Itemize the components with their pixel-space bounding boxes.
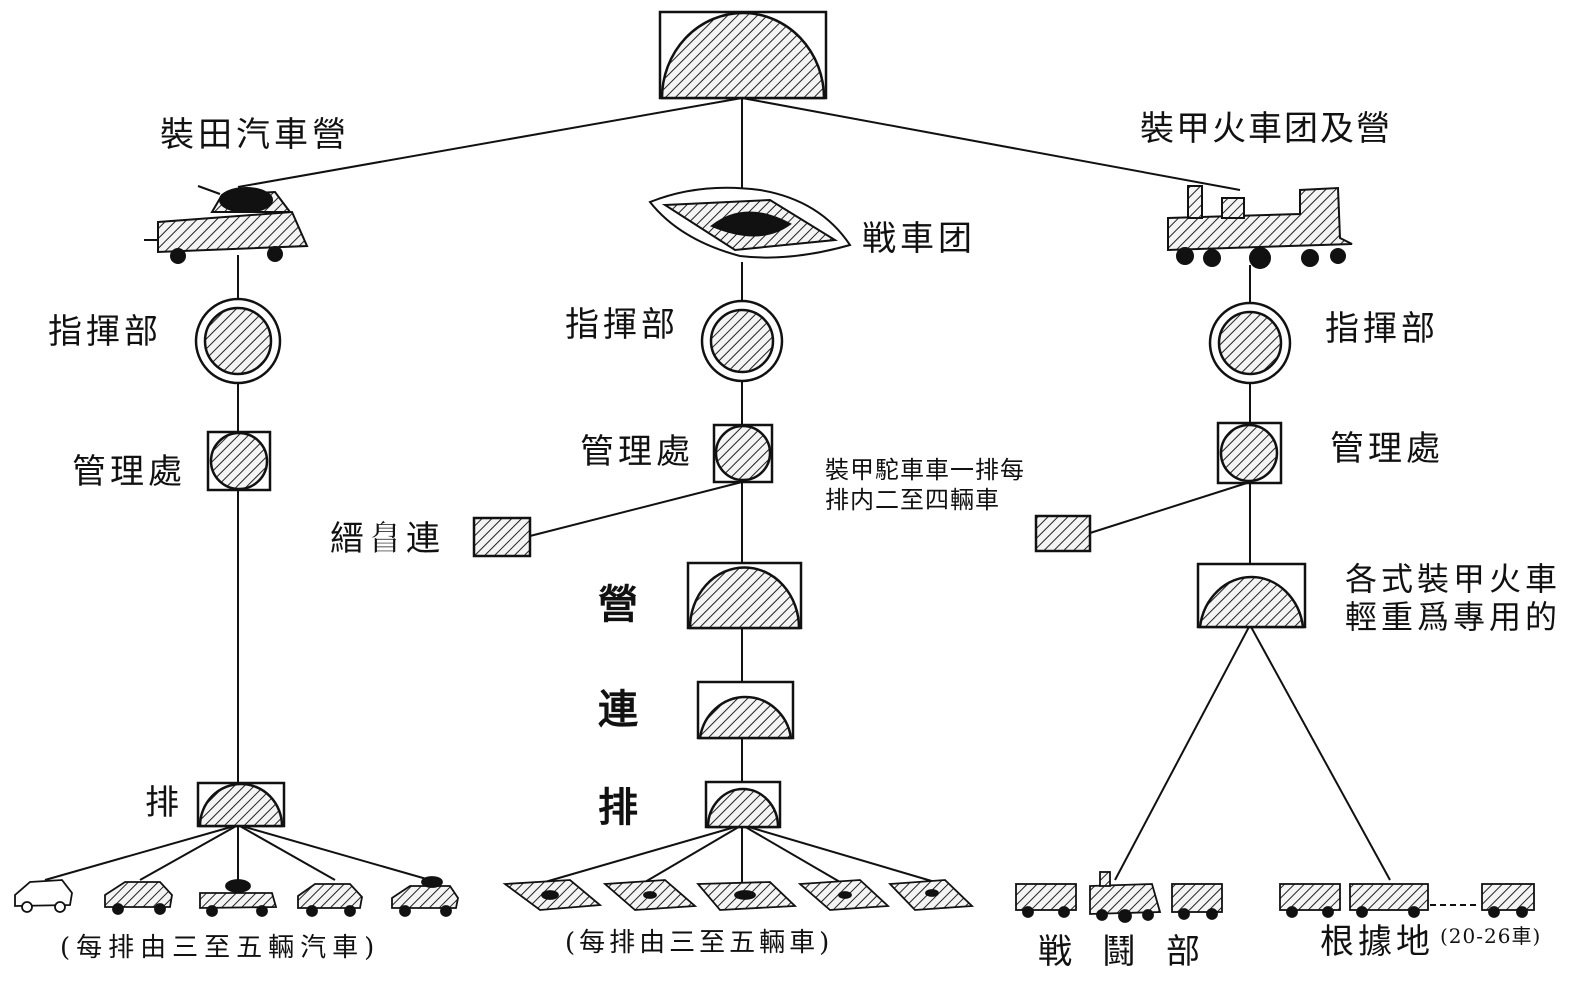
train-car-icon (1349, 883, 1429, 918)
platoon-box-center (704, 780, 782, 829)
tank-regiment-label: 戦車团 (862, 219, 976, 259)
hq-circle-center (700, 299, 784, 383)
small-armored-car-icon (297, 883, 363, 917)
hq-circle-left (194, 297, 282, 385)
armored-trains-note: 各式裝甲火車輕重爲專用的 (1345, 560, 1562, 637)
tank-row (502, 879, 975, 911)
admin-label-right: 管理處 (1330, 429, 1444, 469)
train-car-icon (1279, 883, 1341, 918)
train-car-icon (1481, 883, 1535, 918)
company-box (696, 680, 795, 740)
admin-box-left (206, 430, 272, 492)
center-bottom-caption: (每排由三至五輛車) (565, 928, 834, 958)
armored-car-row (14, 876, 459, 917)
admin-label-left: 管理處 (72, 452, 186, 492)
small-armored-car-icon (199, 879, 278, 917)
combat-section-label: 戦鬪部 (1038, 932, 1230, 972)
armored-train-group-box (1196, 562, 1307, 629)
top-command-node (658, 10, 828, 100)
hq-label-center: 指揮部 (565, 305, 679, 345)
recon-company-box (472, 516, 532, 558)
platoon-box-left (196, 781, 286, 828)
base-note-label: (20-26車) (1440, 924, 1542, 948)
small-armored-car-icon (14, 879, 73, 913)
locomotive-small-icon (1089, 871, 1162, 923)
left-bottom-caption: (每排由三至五輛汽車) (60, 933, 381, 963)
armored-train-battalion-label: 裝甲火車团及營 (1140, 109, 1392, 149)
locomotive-icon (1167, 185, 1353, 269)
battalion-label: 營 (598, 581, 642, 628)
hq-label-left: 指揮部 (48, 312, 162, 352)
small-armored-car-icon (104, 881, 173, 915)
detection-platoon-box (1034, 514, 1092, 553)
train-car-icon (1171, 883, 1223, 920)
small-armored-car-icon (391, 876, 459, 917)
recon-company-label: 縉𥅕連 (330, 519, 444, 559)
hq-circle-right (1208, 301, 1292, 385)
armored-car-icon (144, 185, 309, 264)
hq-label-right: 指揮部 (1325, 309, 1439, 349)
company-label: 連 (598, 686, 642, 733)
admin-box-right (1216, 421, 1283, 485)
train-car-icon (1015, 883, 1077, 918)
train-row (1015, 871, 1535, 923)
base-section-label: 根據地 (1320, 922, 1434, 962)
armored-car-battalion-label: 裝田汽車營 (160, 115, 350, 155)
platoon-label-left: 排 (145, 783, 183, 823)
armored-detection-note: 裝甲駝車車一排每排内二至四輛車 (825, 456, 1025, 514)
platoon-label-center: 排 (598, 784, 642, 831)
battalion-box (686, 561, 803, 630)
tank-icon (648, 186, 852, 259)
admin-box-center (712, 423, 774, 484)
admin-label-center: 管理處 (580, 432, 694, 472)
